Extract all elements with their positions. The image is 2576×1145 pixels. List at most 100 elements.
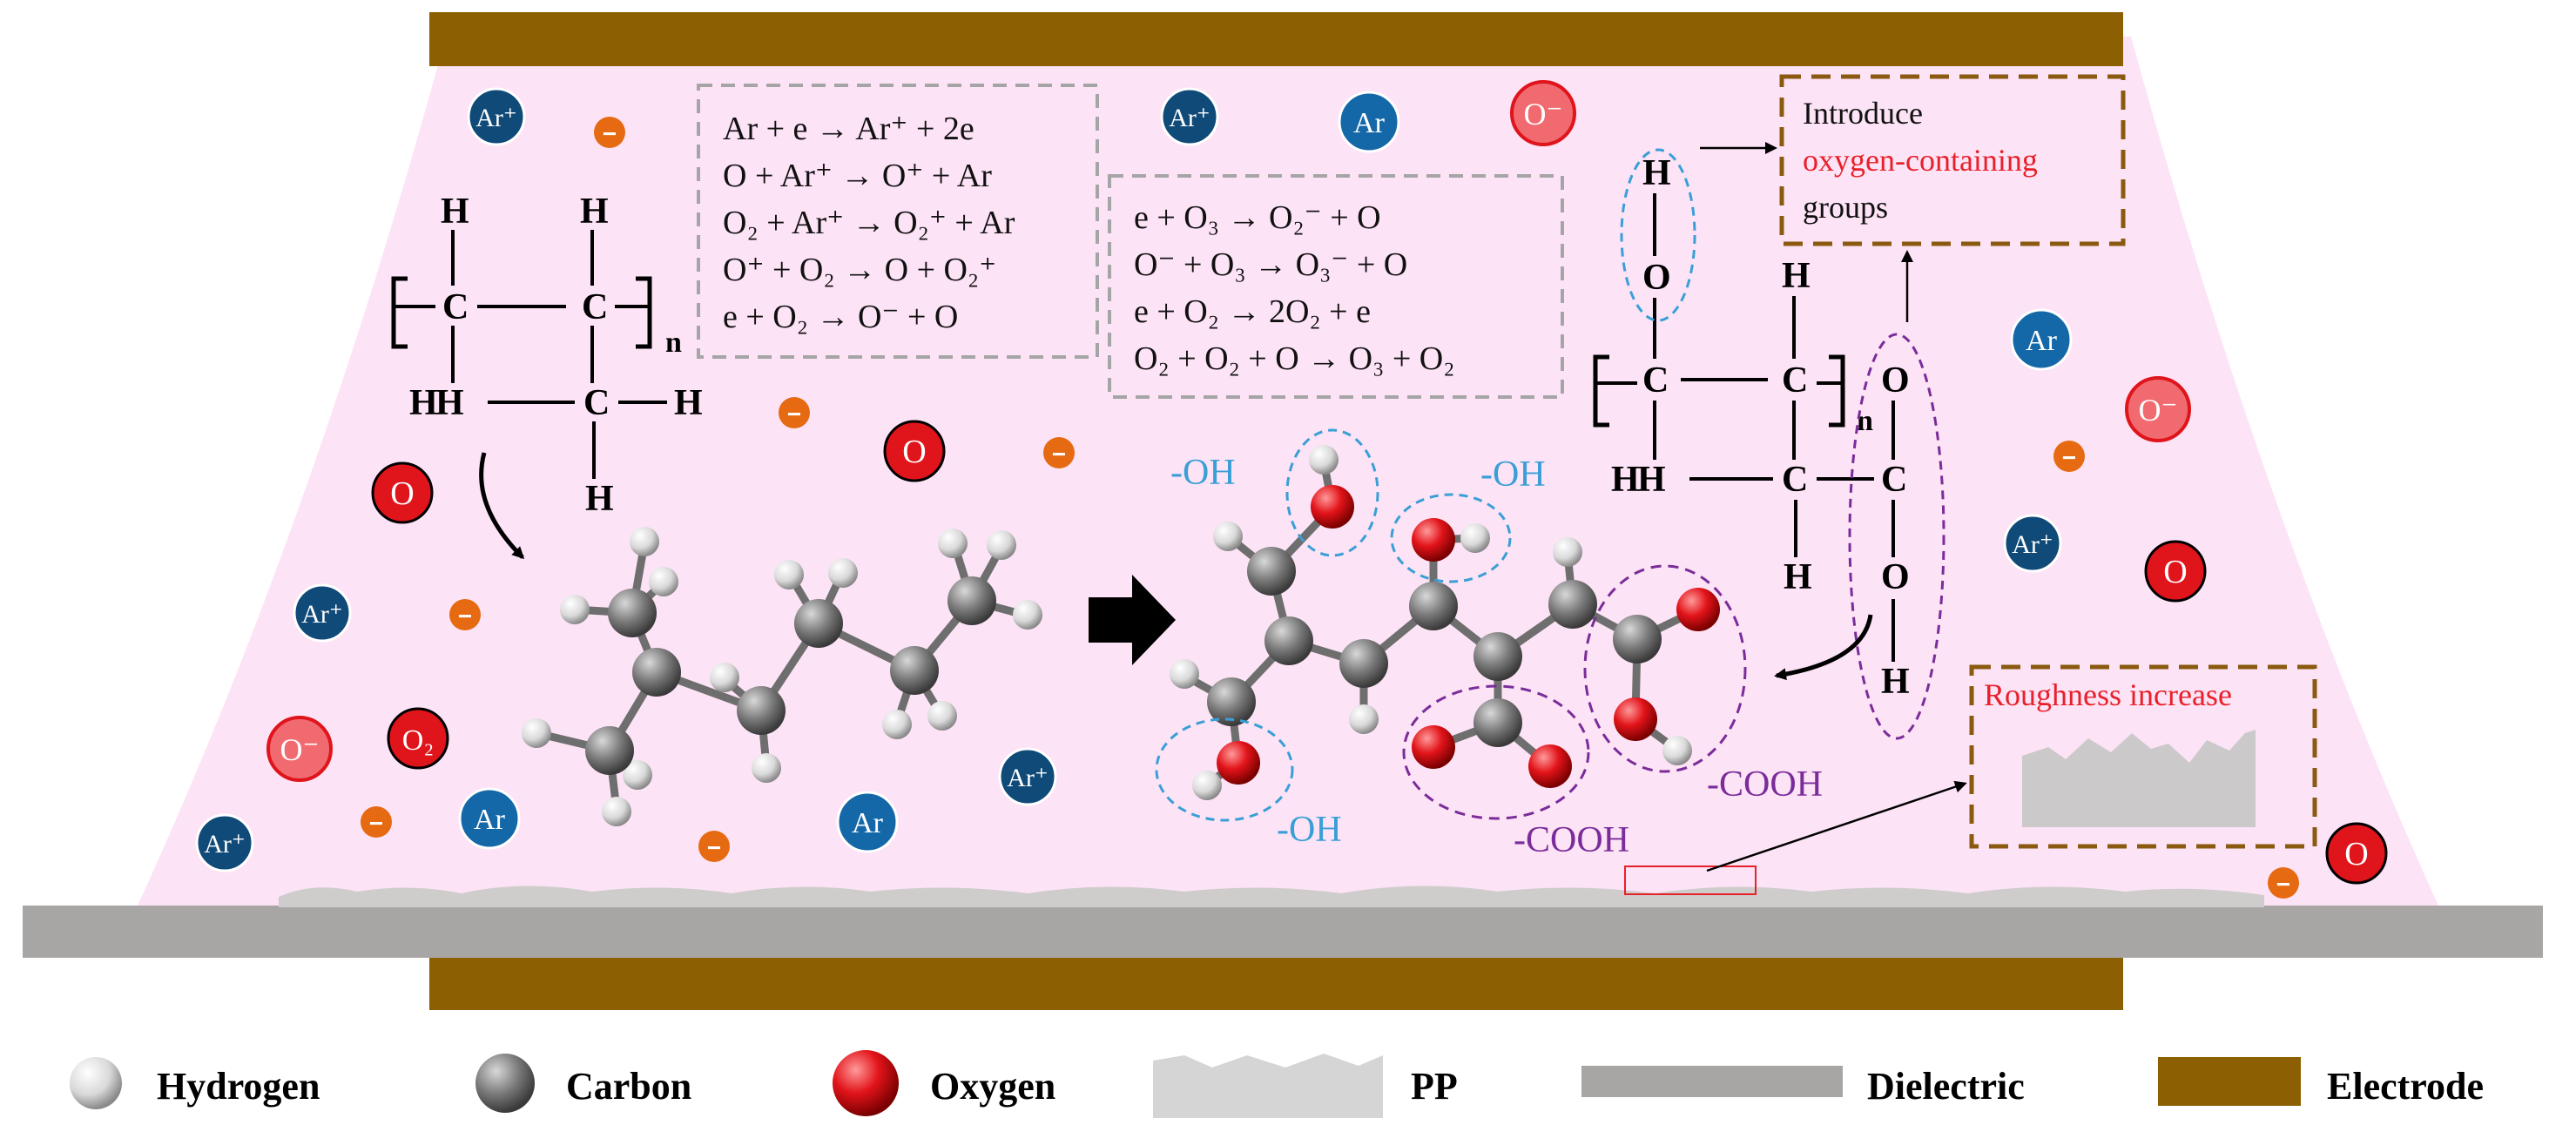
oh-ellipse-bottom: [1155, 717, 1294, 822]
oxidized-structure-formula: H O C H C O H H C C H O H n: [1611, 153, 1910, 702]
reaction-left-4: O⁺ + O₂ → O + O₂⁺: [723, 252, 996, 288]
svg-text:O₂: O₂: [402, 724, 434, 757]
svg-text:O⁻: O⁻: [280, 732, 320, 767]
svg-text:−: −: [2062, 444, 2076, 471]
zoom-arrow: [1706, 780, 1967, 872]
svg-text:Ar⁺: Ar⁺: [1007, 764, 1049, 792]
legend-electrode-icon: [2158, 1057, 2301, 1106]
pp-molecule-atoms: [522, 527, 1042, 826]
top-electrode: [429, 12, 2123, 66]
svg-text:Ar⁺: Ar⁺: [204, 830, 246, 859]
pp-h-top-left: H: [441, 192, 469, 232]
legend-pp-label: PP: [1411, 1065, 1458, 1108]
o2-species: O₂: [387, 707, 449, 770]
ox-o-hydroxyl: O: [1881, 557, 1910, 597]
pp-h-top-right: H: [580, 192, 609, 232]
ox-h-bottom-mid: H: [1637, 460, 1666, 500]
pp-h-bottom-left: H: [409, 383, 438, 423]
svg-text:−: −: [787, 401, 801, 428]
svg-text:O: O: [902, 434, 926, 470]
svg-text:Ar: Ar: [1353, 107, 1386, 139]
oxidized-structure-bonds: [1593, 193, 1895, 662]
label-oh-left-top: -OH: [1170, 453, 1236, 493]
legend-hydrogen-icon: [70, 1057, 122, 1109]
legend-oxygen-label: Oxygen: [930, 1065, 1055, 1108]
formula-cooh-ellipse: [1848, 333, 1945, 740]
oxidized-molecule-atoms: [1170, 445, 1720, 800]
reaction-box-mid: [1108, 174, 1564, 399]
reaction-mid-3: e + O₂ → 2O₂ + e: [1134, 293, 1371, 330]
pp-surface: [279, 886, 2264, 907]
legend-dielectric-label: Dielectric: [1867, 1065, 2025, 1108]
reaction-left-5: e + O₂ → O⁻ + O: [723, 299, 958, 335]
svg-text:Ar⁺: Ar⁺: [301, 600, 343, 629]
oh-ellipse-top-left: [1285, 428, 1379, 557]
pp-h-bottom-mid: H: [435, 383, 464, 423]
ox-h-hydroxyl: H: [1881, 662, 1910, 702]
roughness-profile: [2022, 730, 2256, 827]
pp-h-methyl-right: H: [674, 383, 703, 423]
svg-text:Ar⁺: Ar⁺: [2012, 530, 2053, 559]
reaction-left-2: O + Ar⁺ → O⁺ + Ar: [723, 158, 992, 194]
svg-text:O⁻: O⁻: [1524, 97, 1563, 131]
roughness-label: Roughness increase: [1984, 677, 2232, 712]
svg-text:O: O: [2344, 836, 2368, 872]
label-oh-bottom: -OH: [1277, 810, 1342, 850]
pp-h-methyl-bottom: H: [585, 479, 614, 519]
electron-species: − − − − − − − −: [361, 117, 2299, 899]
svg-text:O: O: [390, 475, 414, 512]
svg-text:Ar: Ar: [852, 807, 884, 839]
legend-electrode-label: Electrode: [2327, 1065, 2484, 1108]
ox-c-right: C: [1782, 360, 1808, 401]
pp-c-right: C: [582, 287, 608, 327]
dielectric-plate: [23, 906, 2543, 958]
ox-c-carboxyl: C: [1881, 460, 1907, 500]
legend-carbon-icon: [475, 1054, 535, 1113]
introduce-line-2: oxygen-containing: [1803, 143, 2038, 178]
surface-zoom-marker: [1624, 865, 1757, 895]
o-minus-species: O⁻ O⁻ O⁻: [266, 80, 2191, 782]
curved-arrow-left: [479, 452, 525, 560]
reaction-arrow: [1089, 575, 1176, 665]
pp-structure-formula: H H C C H H C H H n: [409, 192, 703, 519]
legend-hydrogen-label: Hydrogen: [157, 1065, 320, 1108]
cooh-ellipse-right: [1583, 564, 1747, 773]
ox-subscript-n: n: [1857, 405, 1873, 437]
ar-species: Ar Ar Ar Ar: [458, 91, 2073, 853]
svg-text:−: −: [707, 834, 721, 861]
svg-text:Ar⁺: Ar⁺: [475, 104, 517, 132]
svg-text:O⁻: O⁻: [2139, 393, 2178, 428]
ox-h-right-top: H: [1782, 256, 1811, 296]
legend: Hydrogen Carbon Oxygen PP Dielectric Ele…: [70, 1050, 2484, 1118]
ox-o-top: O: [1642, 258, 1671, 298]
pp-subscript-n: n: [665, 327, 682, 359]
legend-pp-icon: [1153, 1054, 1383, 1118]
svg-text:Ar⁺: Ar⁺: [1169, 104, 1210, 132]
group-labels: -OH -OH -OH -COOH -COOH: [1170, 453, 1823, 860]
reaction-mid-4: O₂ + O₂ + O → O₃ + O₂: [1134, 340, 1455, 377]
reaction-list-mid: e + O₃ → O₂⁻ + O O⁻ + O₃ → O₃⁻ + O e + O…: [1134, 199, 1455, 377]
plasma-region: [138, 37, 2438, 906]
introduce-text: Introduce oxygen-containing groups: [1803, 96, 2038, 225]
introduce-line-1: Introduce: [1803, 96, 1923, 131]
label-oh-right-top: -OH: [1480, 455, 1546, 495]
curved-arrow-right: [1774, 614, 1873, 681]
label-cooh-right: -COOH: [1707, 764, 1823, 805]
svg-text:O: O: [2163, 554, 2187, 590]
reaction-left-1: Ar + e → Ar⁺ + 2e: [723, 111, 974, 147]
svg-text:Ar: Ar: [474, 804, 506, 836]
bottom-electrode: [429, 958, 2123, 1010]
introduce-line-3: groups: [1803, 190, 1888, 225]
legend-carbon-label: Carbon: [566, 1065, 691, 1108]
svg-text:−: −: [458, 603, 472, 630]
pp-structure-bonds: [391, 230, 667, 479]
svg-text:−: −: [1052, 441, 1066, 468]
ox-c-methine: C: [1782, 460, 1808, 500]
pp-c-methyl: C: [583, 383, 610, 423]
reaction-box-left: [697, 84, 1099, 359]
o-species: O O O O: [371, 420, 2388, 885]
reaction-list-left: Ar + e → Ar⁺ + 2e O + Ar⁺ → O⁺ + Ar O₂ +…: [723, 111, 1015, 335]
legend-dielectric-icon: [1581, 1066, 1843, 1097]
